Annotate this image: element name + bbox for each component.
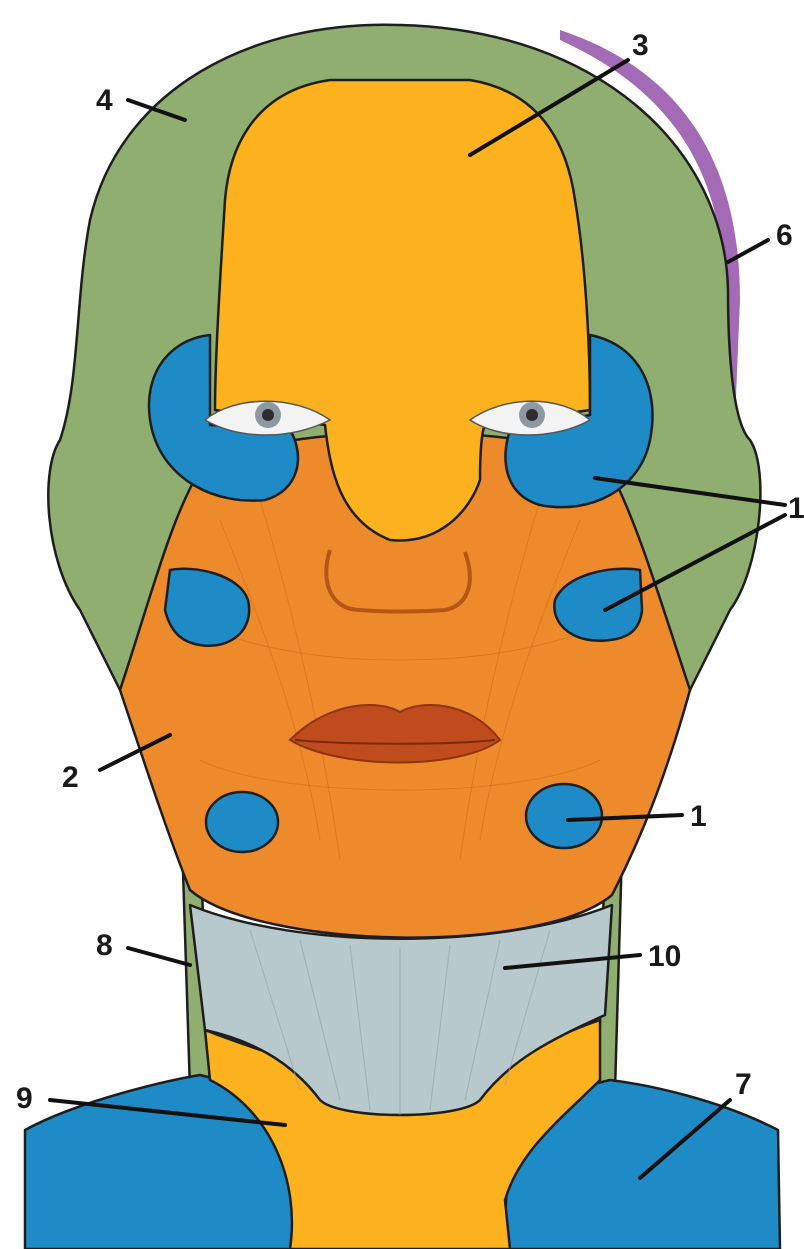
- callout-6: 6: [776, 219, 793, 252]
- callout-7: 7: [735, 1068, 752, 1101]
- leader-line-8: [128, 948, 190, 965]
- callout-3: 3: [632, 29, 649, 62]
- right-chin-pad: [526, 784, 602, 848]
- left-chin-pad: [206, 792, 278, 852]
- callout-4: 4: [96, 84, 113, 117]
- callout-8: 8: [96, 929, 113, 962]
- callout-2: 2: [62, 761, 79, 794]
- callout-1-top: 1: [788, 492, 804, 525]
- callout-10: 10: [648, 940, 681, 973]
- callout-1: 1: [690, 800, 707, 833]
- callout-9: 9: [16, 1082, 33, 1115]
